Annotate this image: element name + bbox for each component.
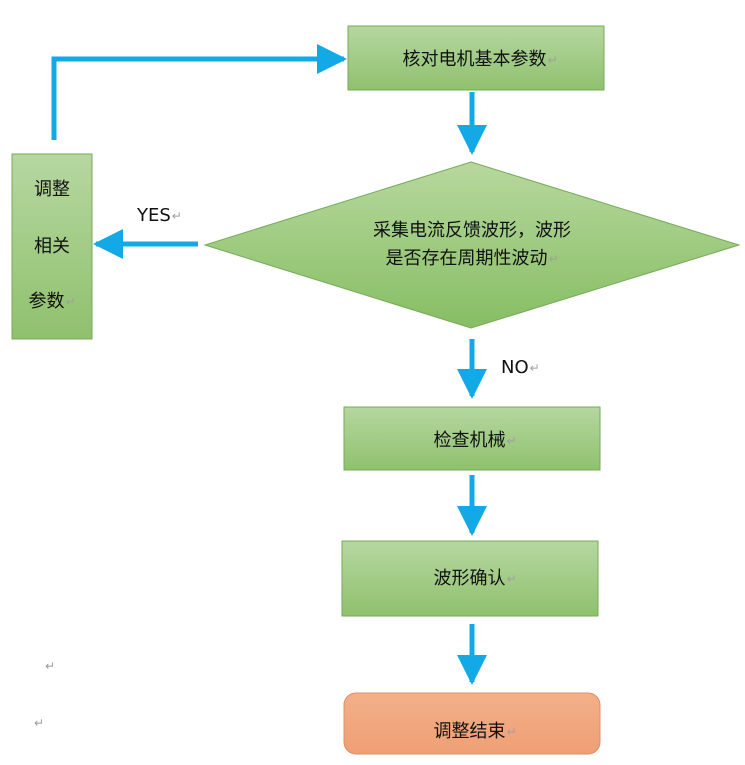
decision-label: 采集电流反馈波形，波形 是否存在周期性波动↵	[292, 217, 652, 273]
check-motor-return-mark: ↵	[547, 53, 558, 67]
blank-paragraph-mark-2: ↵	[34, 716, 45, 730]
adjust-params-line-2-wrap: 相关	[12, 236, 92, 258]
decision-line-2: 是否存在周期性波动	[385, 247, 548, 269]
confirm-wave-box	[341, 540, 599, 617]
adjust-params-line-1: 调整	[34, 179, 70, 200]
adjust-params-return-mark: ↵	[65, 295, 76, 309]
finish-label: 调整结束↵	[410, 721, 540, 743]
check-mechanical-text: 检查机械	[433, 430, 506, 451]
yes-return-mark: ↵	[171, 209, 182, 223]
no-label: NO	[501, 357, 529, 378]
check-motor-box	[347, 25, 605, 91]
no-return-mark: ↵	[529, 361, 540, 375]
arrow-adjust-to-check	[51, 44, 347, 140]
finish-text: 调整结束	[433, 721, 506, 742]
check-mechanical-label: 检查机械↵	[410, 430, 540, 452]
adjust-params-line-3: 参数	[28, 291, 65, 312]
finish-return-mark: ↵	[506, 725, 517, 739]
confirm-wave-label: 波形确认↵	[405, 568, 545, 590]
check-motor-text: 核对电机基本参数	[402, 49, 547, 70]
adjust-params-line-1-wrap: 调整	[12, 179, 92, 201]
yes-label: YES	[137, 205, 171, 226]
blank-paragraph-mark-1: ↵	[45, 659, 56, 673]
adjust-params-box	[11, 153, 93, 340]
adjust-params-line-2: 相关	[34, 236, 70, 257]
no-label-wrap: NO↵	[501, 357, 540, 379]
adjust-params-line-3-wrap: 参数↵	[12, 291, 92, 313]
yes-label-wrap: YES↵	[137, 205, 182, 227]
decision-return-mark: ↵	[548, 251, 559, 266]
decision-diamond	[203, 161, 741, 329]
decision-line-1: 采集电流反馈波形，波形	[373, 220, 571, 241]
finish-box	[343, 692, 601, 755]
confirm-wave-return-mark: ↵	[506, 572, 517, 586]
check-mechanical-return-mark: ↵	[506, 434, 517, 448]
confirm-wave-text: 波形确认	[433, 568, 506, 589]
check-motor-label: 核对电机基本参数↵	[385, 49, 575, 71]
check-mechanical-box	[343, 406, 601, 471]
